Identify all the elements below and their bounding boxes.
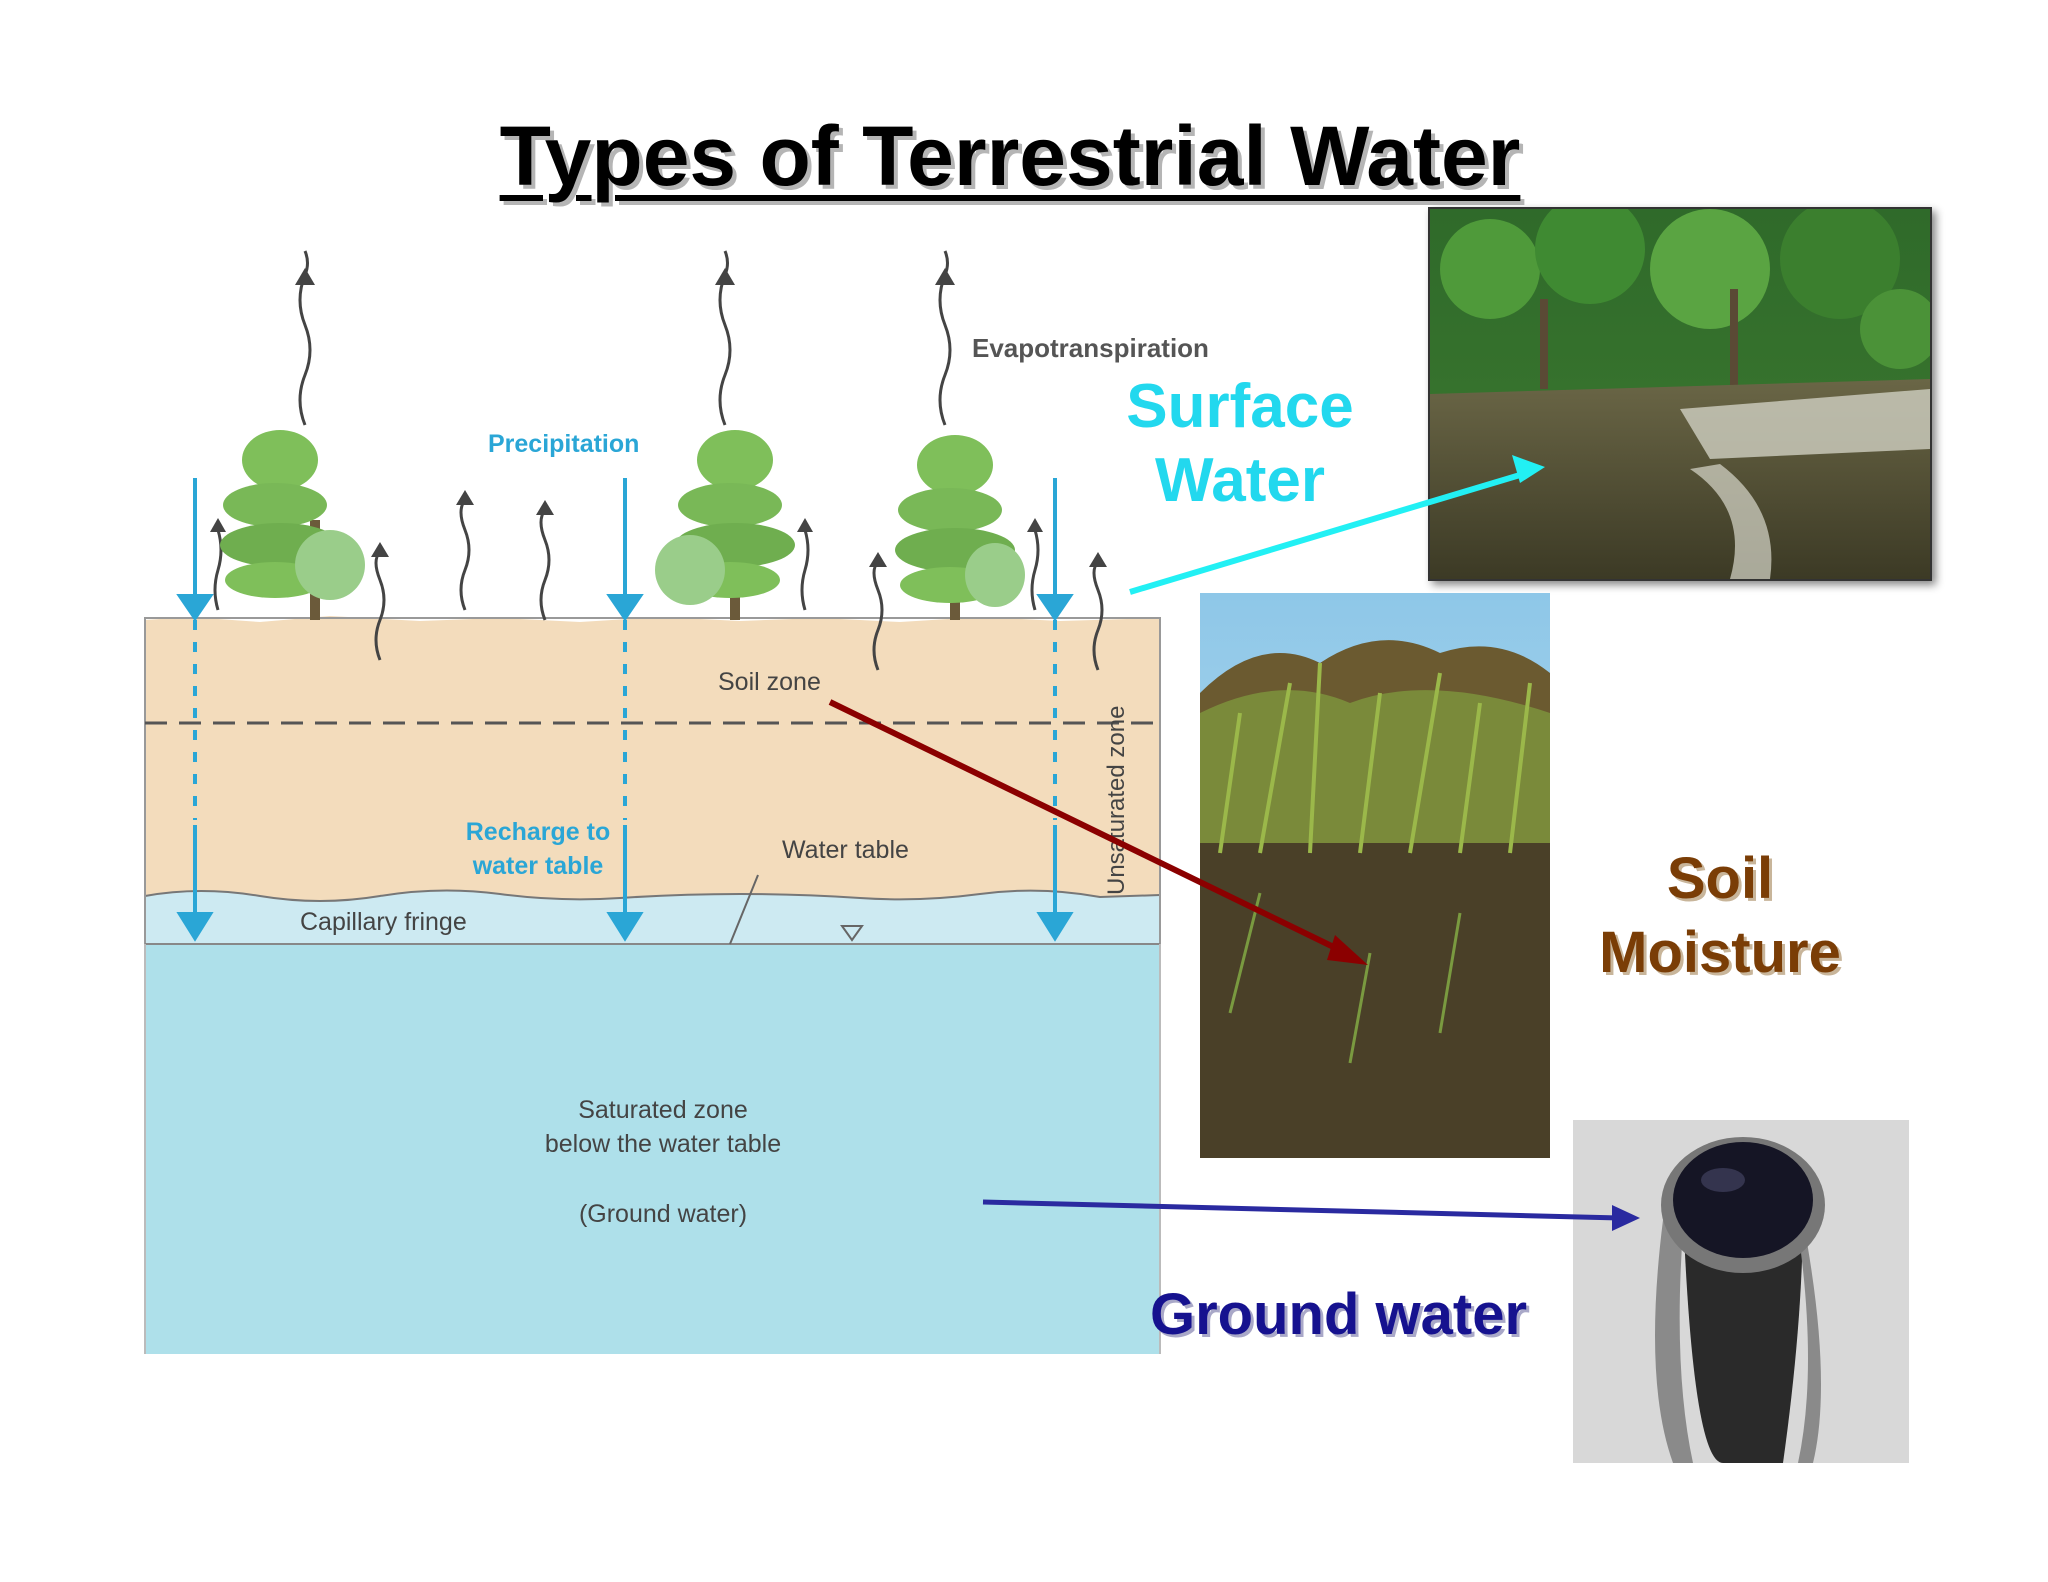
soil-moisture-label-line2: Moisture xyxy=(1599,920,1841,985)
page-title: Types of Terrestrial Water xyxy=(499,109,1521,203)
surface-water-label: Surface Water xyxy=(1090,370,1390,518)
ground-water-label: Ground water xyxy=(1150,1282,1528,1347)
capillary-fringe-label: Capillary fringe xyxy=(300,908,467,936)
soil-zone-label: Soil zone xyxy=(718,668,821,696)
soil-moisture-photo xyxy=(1200,593,1550,1158)
saturated-zone-label-3: (Ground water) xyxy=(579,1200,747,1228)
surface-water-label-line1: Surface xyxy=(1126,372,1354,441)
precipitation-label: Precipitation xyxy=(488,430,639,458)
evapotranspiration-label: Evapotranspiration xyxy=(972,333,1209,363)
saturated-zone-label-2: below the water table xyxy=(545,1130,781,1158)
unsaturated-zone-label: Unsaturated zone xyxy=(1103,706,1130,895)
saturated-zone-label-1: Saturated zone xyxy=(578,1096,748,1124)
tree-right xyxy=(895,435,1025,620)
soil-moisture-label: Soil Moisture xyxy=(1560,842,1880,990)
saturated-zone xyxy=(145,944,1160,1354)
surface-water-label-line2: Water xyxy=(1155,446,1325,515)
recharge-label-1: Recharge to xyxy=(466,818,610,846)
soil-moisture-label-line1: Soil xyxy=(1666,846,1774,911)
evapotranspiration-arrows xyxy=(213,250,1104,671)
ground-water-photo xyxy=(1573,1120,1909,1463)
recharge-label-2: water table xyxy=(472,852,604,880)
surface-water-photo xyxy=(1428,207,1932,581)
tree-left xyxy=(220,430,365,620)
tree-middle xyxy=(655,430,795,620)
water-table-label: Water table xyxy=(782,836,909,864)
unsaturated-zone-layer xyxy=(145,616,1160,900)
evapotranspiration-arrowheads xyxy=(210,268,1107,567)
